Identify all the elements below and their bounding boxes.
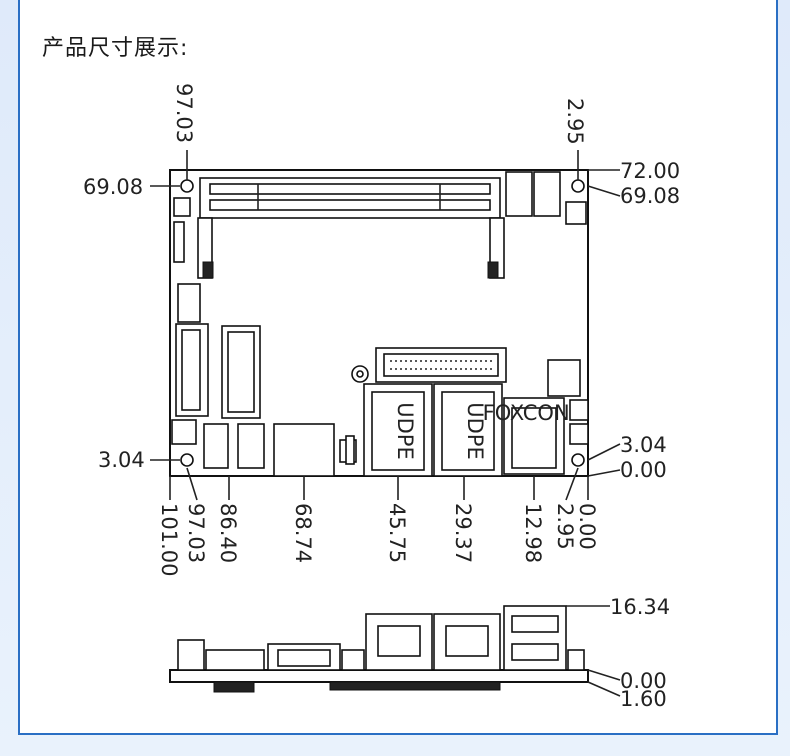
- pin-header-top-right: [505, 171, 587, 225]
- dim-side-3: 1.60: [620, 687, 667, 711]
- dim-right-4: 0.00: [620, 458, 667, 482]
- mounting-hole-bottom-right: [571, 453, 585, 467]
- side-view: [169, 605, 589, 693]
- page-title: 产品尺寸展示:: [42, 36, 189, 61]
- dim-left-lower: 3.04: [98, 448, 145, 472]
- dim-bottom-1: 101.00: [157, 503, 181, 576]
- pin-header-left: [173, 197, 201, 323]
- dim-bottom-8: 2.95: [553, 503, 577, 550]
- dim-right-3: 3.04: [620, 433, 667, 457]
- dim-bottom-3: 86.40: [216, 503, 240, 563]
- usb-port: FOXCONN: [483, 397, 586, 475]
- mounting-hole-bottom-left: [180, 453, 194, 467]
- dim-bottom-2: 97.03: [184, 503, 208, 563]
- m2-slot-right: [221, 325, 261, 419]
- dim-bottom-7: 12.98: [521, 503, 545, 563]
- dim-bottom-6: 29.37: [451, 503, 475, 563]
- connector-label: UDPE: [463, 402, 487, 459]
- dim-right-2: 69.08: [620, 184, 680, 208]
- dim-top-right: 2.95: [563, 98, 587, 145]
- mounting-hole-top-right: [571, 179, 585, 193]
- sodimm-slot: [197, 177, 505, 279]
- usb-label: FOXCONN: [483, 401, 586, 425]
- dim-left-upper: 69.08: [83, 175, 143, 199]
- dimension-lines-side: [566, 605, 621, 697]
- dim-bottom-4: 68.74: [291, 503, 315, 563]
- dim-side-2: 0.00: [620, 669, 667, 693]
- connector-label: UDPE: [393, 402, 417, 459]
- m2-slot-left: [171, 323, 209, 445]
- lan-port-right: UDPE: [433, 383, 503, 477]
- dim-side-1: 16.34: [610, 595, 670, 619]
- pin-header-bottom-left: [203, 423, 265, 469]
- jumper-right: [547, 359, 589, 445]
- dc-power-jack: [273, 423, 357, 477]
- dim-top-left: 97.03: [172, 83, 196, 143]
- mounting-hole-top-left: [180, 179, 194, 193]
- lan-port-left: UDPE: [363, 383, 433, 477]
- pin-header-40: [375, 347, 507, 383]
- dim-bottom-9: 0.00: [575, 503, 599, 550]
- dimension-lines-top: [150, 150, 621, 501]
- dim-bottom-5: 45.75: [385, 503, 409, 563]
- dim-right-1: 72.00: [620, 159, 680, 183]
